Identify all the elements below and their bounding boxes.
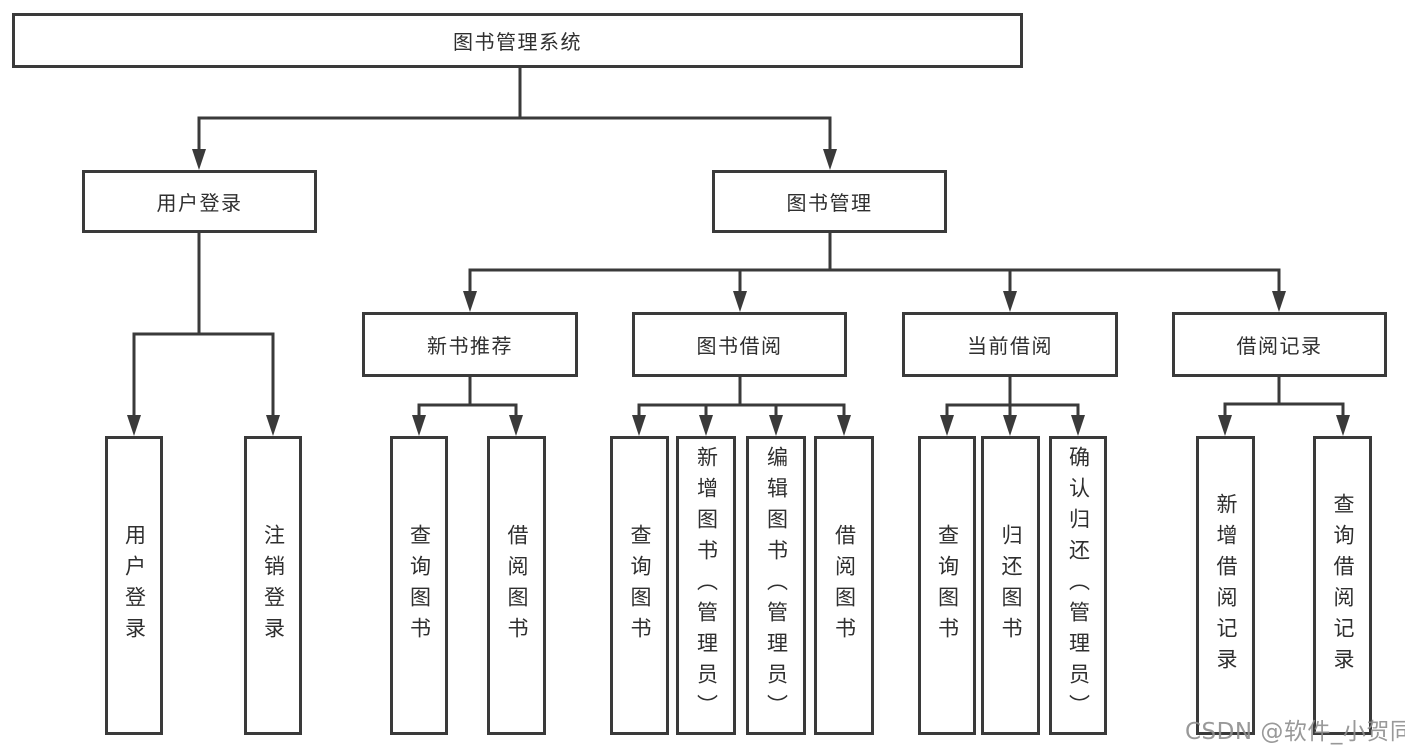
arrowhead-down-icon	[266, 415, 280, 436]
box-book-management: 图书管理	[712, 170, 947, 233]
box-label-leaf-query-books-3: 查询图书	[935, 523, 960, 648]
box-label-leaf-user-login: 用户登录	[122, 523, 147, 648]
box-borrowing-records: 借阅记录	[1172, 312, 1387, 377]
box-label-book-borrowing: 图书借阅	[696, 334, 783, 358]
arrowhead-down-icon	[192, 149, 206, 170]
box-label-leaf-confirm-return: 确认归还（管理员）	[1066, 446, 1091, 725]
box-leaf-add-books-admin: 新增图书（管理员）	[676, 436, 736, 735]
arrowhead-down-icon	[1272, 291, 1286, 312]
box-label-user-login: 用户登录	[156, 191, 243, 215]
box-leaf-borrow-books-2: 借阅图书	[814, 436, 874, 735]
box-leaf-borrow-books-1: 借阅图书	[487, 436, 546, 735]
box-leaf-edit-books-admin: 编辑图书（管理员）	[746, 436, 806, 735]
arrowhead-down-icon	[509, 415, 523, 436]
box-label-leaf-borrow-books-1: 借阅图书	[505, 523, 529, 648]
box-label-leaf-return-books: 归还图书	[999, 523, 1023, 648]
box-label-leaf-add-books-admin: 新增图书（管理员）	[694, 446, 719, 725]
watermark-text: CSDN @软件_小贺同学	[1185, 719, 1405, 745]
arrowhead-down-icon	[1336, 415, 1350, 436]
arrowhead-down-icon	[940, 415, 954, 436]
box-leaf-query-books-2: 查询图书	[610, 436, 669, 735]
arrowhead-down-icon	[1218, 415, 1232, 436]
arrowhead-down-icon	[412, 415, 426, 436]
box-leaf-logout: 注销登录	[244, 436, 302, 735]
arrowhead-down-icon	[1071, 415, 1085, 436]
box-label-leaf-query-borrow-record: 查询借阅记录	[1331, 492, 1355, 679]
box-leaf-query-books-3: 查询图书	[918, 436, 976, 735]
box-label-leaf-query-books-2: 查询图书	[628, 523, 652, 648]
box-leaf-query-books-1: 查询图书	[390, 436, 448, 735]
box-label-book-management: 图书管理	[786, 191, 873, 215]
box-user-login: 用户登录	[82, 170, 317, 233]
box-root-system: 图书管理系统	[12, 13, 1023, 68]
arrowhead-down-icon	[1003, 415, 1017, 436]
box-new-book-recommend: 新书推荐	[362, 312, 578, 377]
box-book-borrowing: 图书借阅	[632, 312, 847, 377]
arrowhead-down-icon	[632, 415, 646, 436]
box-label-borrowing-records: 借阅记录	[1236, 334, 1323, 358]
box-label-leaf-logout: 注销登录	[261, 523, 286, 648]
box-leaf-user-login: 用户登录	[105, 436, 163, 735]
arrowhead-down-icon	[733, 291, 747, 312]
box-leaf-query-borrow-record: 查询借阅记录	[1313, 436, 1372, 735]
box-label-current-borrowing: 当前借阅	[967, 334, 1053, 358]
arrowhead-down-icon	[463, 291, 477, 312]
arrowhead-down-icon	[699, 415, 713, 436]
box-label-leaf-edit-books-admin: 编辑图书（管理员）	[764, 446, 789, 725]
box-leaf-confirm-return: 确认归还（管理员）	[1049, 436, 1107, 735]
arrowhead-down-icon	[127, 415, 141, 436]
arrowhead-down-icon	[769, 415, 783, 436]
arrowhead-down-icon	[1003, 291, 1017, 312]
box-leaf-return-books: 归还图书	[981, 436, 1040, 735]
box-leaf-add-borrow-record: 新增借阅记录	[1196, 436, 1255, 735]
box-label-leaf-query-books-1: 查询图书	[407, 523, 432, 648]
box-label-root-system: 图书管理系统	[453, 30, 582, 54]
arrowhead-down-icon	[837, 415, 851, 436]
box-label-leaf-borrow-books-2: 借阅图书	[832, 523, 857, 648]
box-label-new-book-recommend: 新书推荐	[427, 334, 513, 358]
arrowhead-down-icon	[823, 149, 837, 170]
box-current-borrowing: 当前借阅	[902, 312, 1118, 377]
box-label-leaf-add-borrow-record: 新增借阅记录	[1214, 492, 1238, 679]
